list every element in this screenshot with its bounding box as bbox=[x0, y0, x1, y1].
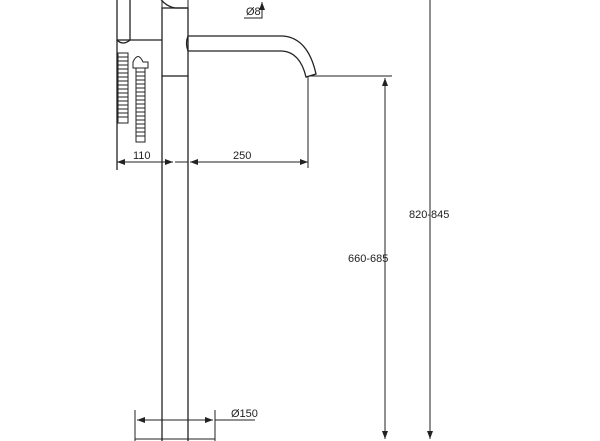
column-pipe bbox=[161, 76, 189, 441]
hose-left bbox=[117, 52, 129, 124]
spout-reach-label: 250 bbox=[233, 150, 251, 162]
base-plate bbox=[134, 410, 255, 441]
handle-offset-label: 110 bbox=[133, 150, 151, 162]
hose-diameter-label: Ø8 bbox=[246, 6, 261, 18]
spout bbox=[185, 35, 317, 78]
total-height-label: 820-845 bbox=[409, 209, 449, 221]
base-diameter-label: Ø150 bbox=[231, 408, 258, 420]
hand-shower-handle bbox=[116, 0, 162, 170]
spout-height-label: 660-685 bbox=[348, 253, 388, 265]
mixer-body bbox=[160, 0, 189, 77]
hose-right bbox=[132, 56, 149, 143]
